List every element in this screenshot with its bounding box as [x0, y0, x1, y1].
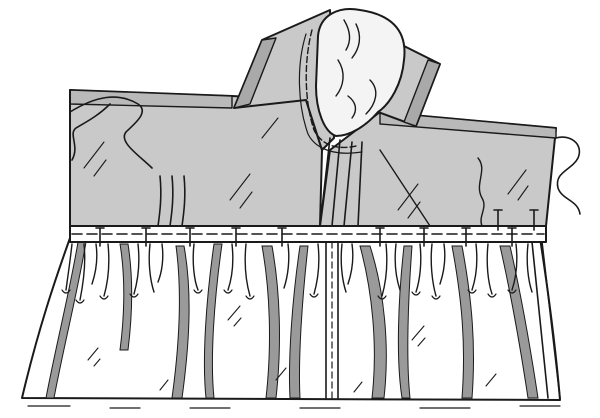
hem-marks [28, 406, 560, 408]
panel-top-strip [70, 90, 232, 108]
thread-right [556, 137, 580, 214]
skirt [22, 238, 560, 408]
bodice-left-panel [70, 90, 322, 226]
